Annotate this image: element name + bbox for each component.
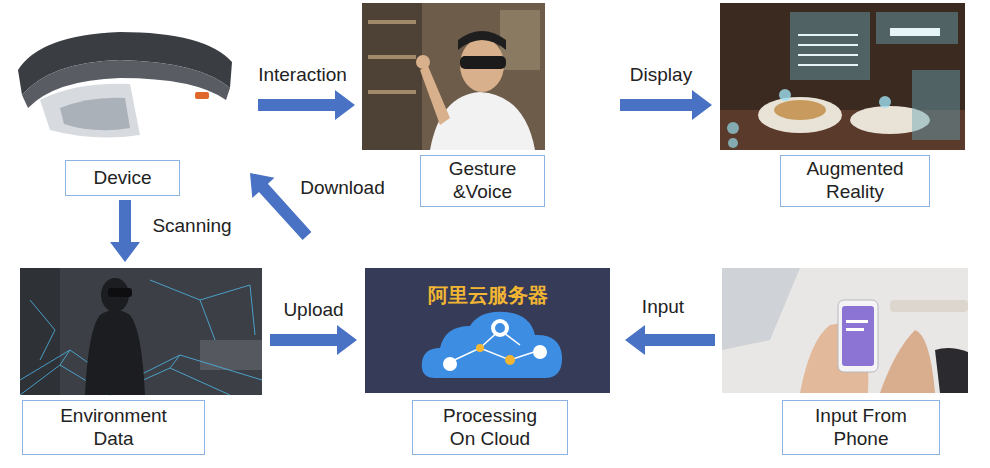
- arrow-label: Scanning: [150, 215, 233, 238]
- ar-photo: [720, 3, 965, 150]
- label-box: Processing On Cloud: [412, 400, 568, 455]
- headset-photo: [10, 5, 245, 150]
- block-arrow: [270, 325, 357, 355]
- photo-panel: Input From Phone: [722, 268, 968, 458]
- node-label: Input From Phone: [806, 405, 916, 451]
- label-box: Device: [65, 160, 180, 196]
- arrow-label: Input: [640, 296, 686, 319]
- arrow-label: Interaction: [256, 64, 349, 87]
- photo-panel: Gesture &Voice: [362, 3, 545, 207]
- node-label: Augmented Reality: [790, 158, 920, 204]
- cloud-server-panel: [365, 268, 610, 393]
- node-label: Environment Data: [46, 405, 181, 451]
- phone-input-photo: [722, 268, 968, 393]
- panel-title: 阿里云服务器: [428, 282, 548, 309]
- photo-panel: Environment Data: [20, 268, 262, 458]
- block-arrow: [625, 325, 715, 355]
- arrow-label: Download: [298, 176, 387, 199]
- label-box: Environment Data: [22, 400, 205, 455]
- photo-panel: Augmented Reality: [720, 3, 965, 207]
- block-arrow: [620, 90, 712, 120]
- arrow-label: Display: [628, 64, 694, 87]
- label-box: Input From Phone: [782, 400, 940, 455]
- label-box: Gesture &Voice: [420, 155, 545, 207]
- block-arrow: [258, 90, 355, 120]
- environment-scan-photo: [20, 268, 262, 395]
- arrow-label: Upload: [281, 299, 345, 322]
- node-label: Device: [93, 167, 151, 190]
- label-box: Augmented Reality: [780, 155, 930, 207]
- photo-panel: Device: [10, 5, 245, 198]
- block-arrow: [110, 200, 140, 262]
- node-label: Processing On Cloud: [434, 405, 546, 451]
- node-label: Gesture &Voice: [429, 158, 537, 204]
- gesture-photo: [362, 3, 545, 150]
